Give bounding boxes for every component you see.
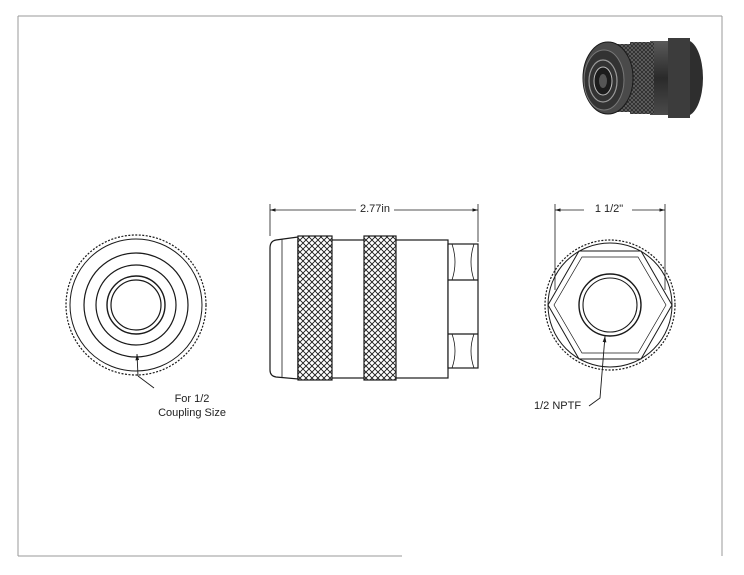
coupling-size-leader [135,353,155,389]
rear-hex-view [544,239,676,371]
thread-callout: 1/2 NPTF [534,400,582,412]
sheet-border [17,15,723,557]
side-view [269,235,479,381]
knurl-outer-circle [65,234,207,376]
hex-dimension-label: 1 1/2" [594,203,624,215]
length-dimension [269,204,479,242]
hex-outline [547,250,673,360]
knurl-band-front [297,235,333,381]
thread-leader [588,335,607,407]
coupling-size-callout-line2: Coupling Size [158,407,226,419]
length-dimension-label: 2.77in [360,203,390,215]
knurl-band-rear [363,235,397,381]
front-cap [269,236,299,380]
iso-render-thumbnail [582,38,703,118]
coupling-size-callout-line1: For 1/2 [174,393,210,405]
hex-dimension [554,204,666,290]
front-end-view [65,234,207,376]
hex-nut [447,243,479,369]
